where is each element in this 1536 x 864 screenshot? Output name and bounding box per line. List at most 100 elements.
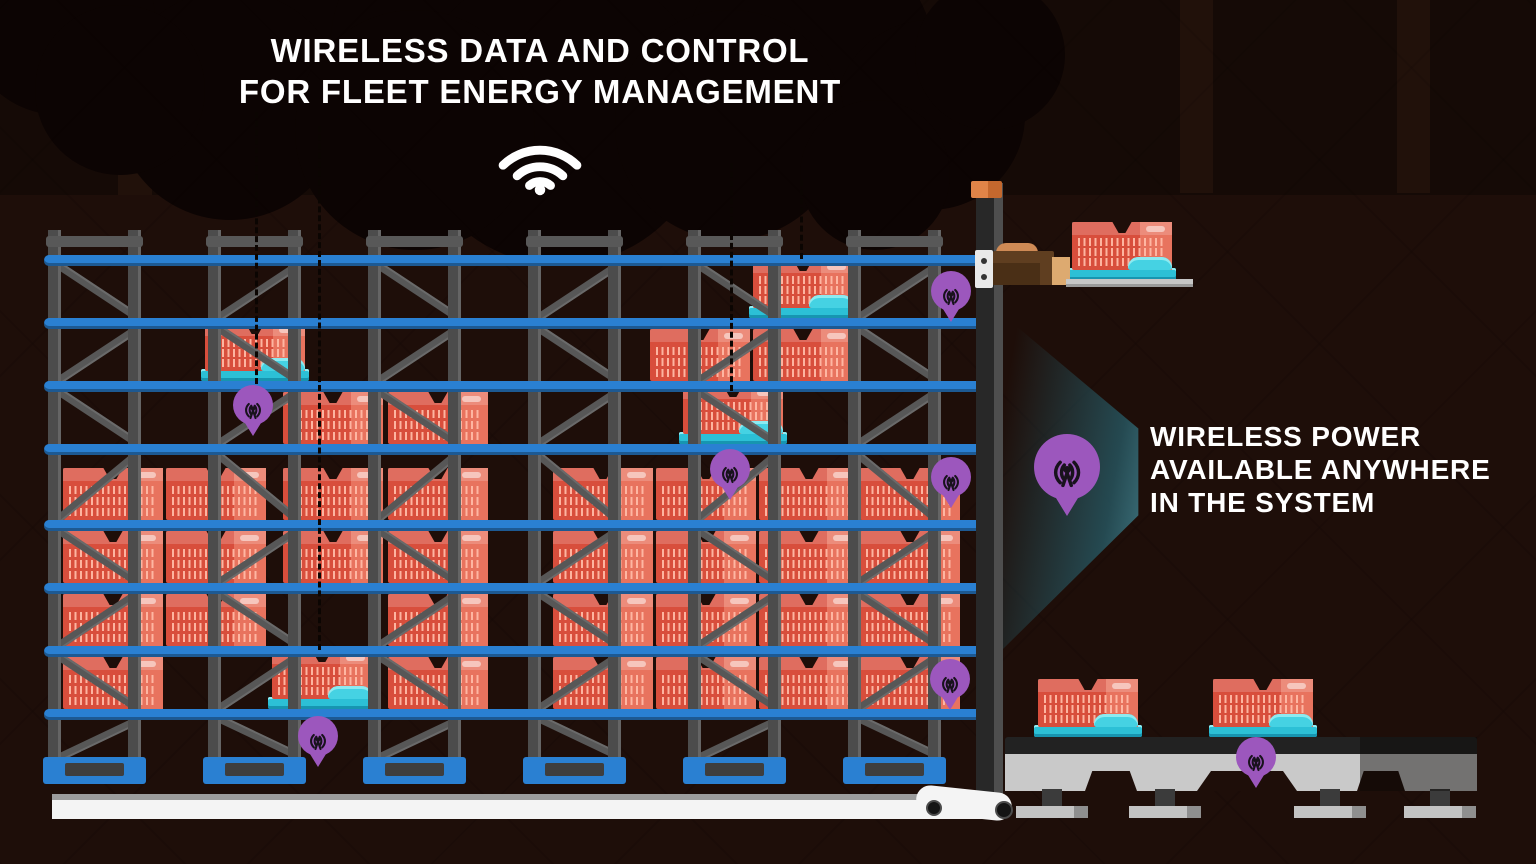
wireless-power-pin xyxy=(1034,434,1100,516)
storage-crate xyxy=(388,392,488,444)
crane-mast-cap xyxy=(971,181,1002,198)
pallet-dome xyxy=(1128,257,1172,270)
rack-beam xyxy=(44,255,1000,266)
pallet xyxy=(1034,725,1142,737)
shuttle-vehicle-lower xyxy=(993,263,1040,285)
pin-bubble xyxy=(1236,737,1276,777)
rack-post xyxy=(48,230,61,783)
title-line-1: WIRELESS DATA AND CONTROL xyxy=(270,32,810,69)
pallet-dome xyxy=(1094,714,1138,727)
wireless-power-icon xyxy=(943,475,959,492)
rack-beam xyxy=(44,444,1000,455)
callout-line-1: WIRELESS POWER xyxy=(1150,421,1421,452)
crane-mast xyxy=(976,183,994,800)
rack-post xyxy=(608,230,621,783)
rack-post xyxy=(448,230,461,783)
rack-cap xyxy=(686,236,783,247)
crane-bracket xyxy=(975,250,993,288)
pin-tail xyxy=(942,697,958,710)
conveyor-leg xyxy=(1430,789,1450,808)
pin-bubble xyxy=(233,385,273,425)
conveyor-notch xyxy=(1085,771,1137,791)
rack-base-inset xyxy=(705,763,764,776)
floor-rail-roller-end xyxy=(926,800,942,816)
conveyor-shadow-section xyxy=(1360,737,1477,791)
rack-cap xyxy=(206,236,303,247)
building-pillar xyxy=(1180,0,1213,193)
pin-tail xyxy=(310,754,326,767)
conveyor-leg xyxy=(1320,789,1340,808)
crane-bracket-bolt xyxy=(981,258,987,264)
conveyor-foot xyxy=(1016,806,1088,818)
crane-mast-rail xyxy=(994,183,1003,800)
wireless-power-icon xyxy=(942,677,958,694)
conveyor-foot xyxy=(1294,806,1366,818)
rack-post xyxy=(128,230,141,783)
cloud xyxy=(800,100,950,250)
conveyor-leg xyxy=(1155,789,1175,808)
wireless-power-icon xyxy=(943,289,959,306)
pin-bubble xyxy=(931,271,971,311)
pin-tail xyxy=(1248,775,1264,788)
rack-post xyxy=(528,230,541,783)
rack-base-inset xyxy=(545,763,604,776)
storage-crate xyxy=(1213,679,1313,727)
rack-cap xyxy=(366,236,463,247)
crane-bracket-bolt xyxy=(981,274,987,280)
wireless-power-icon xyxy=(722,467,738,484)
callout-line-2: AVAILABLE ANYWHERE xyxy=(1150,454,1491,485)
pin-bubble xyxy=(931,457,971,497)
data-dashed-line xyxy=(730,163,733,391)
floor-rail xyxy=(52,800,992,819)
rack-base-inset xyxy=(225,763,284,776)
pallet xyxy=(1068,268,1176,280)
building-pillar xyxy=(1397,0,1430,193)
wireless-power-pin xyxy=(233,385,273,439)
wireless-power-pin xyxy=(710,449,750,503)
pin-tail xyxy=(943,495,959,508)
rack-beam xyxy=(44,583,1000,594)
data-dashed-line xyxy=(255,112,258,384)
data-dashed-line xyxy=(318,126,321,650)
rack-base-inset xyxy=(865,763,924,776)
wireless-power-pin xyxy=(931,457,971,511)
wireless-power-icon xyxy=(1053,460,1081,487)
storage-crate xyxy=(63,594,163,646)
storage-crate xyxy=(388,657,488,709)
wifi-icon xyxy=(498,145,582,196)
rack-post xyxy=(288,230,301,783)
pin-bubble xyxy=(930,659,970,699)
pallet-dome xyxy=(328,686,372,699)
crane-platform xyxy=(1066,279,1193,287)
pallet xyxy=(1209,725,1317,737)
rack-base-inset xyxy=(385,763,444,776)
pin-tail xyxy=(245,423,261,436)
wireless-power-pin xyxy=(931,271,971,325)
pin-tail xyxy=(1056,498,1078,516)
wireless-power-icon xyxy=(310,734,326,751)
conveyor-foot xyxy=(1404,806,1476,818)
wireless-power-icon xyxy=(245,403,261,420)
data-dashed-line xyxy=(800,180,803,259)
title-line-2: FOR FLEET ENERGY MANAGEMENT xyxy=(238,73,842,110)
page-title: WIRELESS DATA AND CONTROL FOR FLEET ENER… xyxy=(140,30,940,112)
conveyor-foot xyxy=(1129,806,1201,818)
rack-post xyxy=(768,230,781,783)
pin-bubble xyxy=(710,449,750,489)
rack-beam xyxy=(44,520,1000,531)
conveyor-notch xyxy=(1357,771,1405,791)
rack-post xyxy=(688,230,701,783)
shuttle-box xyxy=(1052,257,1070,285)
rack-cap xyxy=(46,236,143,247)
pin-tail xyxy=(943,309,959,322)
rack-cap xyxy=(526,236,623,247)
cloud xyxy=(295,10,535,250)
rack-beam xyxy=(44,646,1000,657)
wireless-power-pin xyxy=(1236,737,1276,791)
wireless-power-icon xyxy=(1248,755,1264,772)
floor-rail-roller-end xyxy=(995,801,1013,819)
rack-beam xyxy=(44,318,1000,329)
wireless-power-pin xyxy=(930,659,970,713)
wireless-power-pin xyxy=(298,716,338,770)
